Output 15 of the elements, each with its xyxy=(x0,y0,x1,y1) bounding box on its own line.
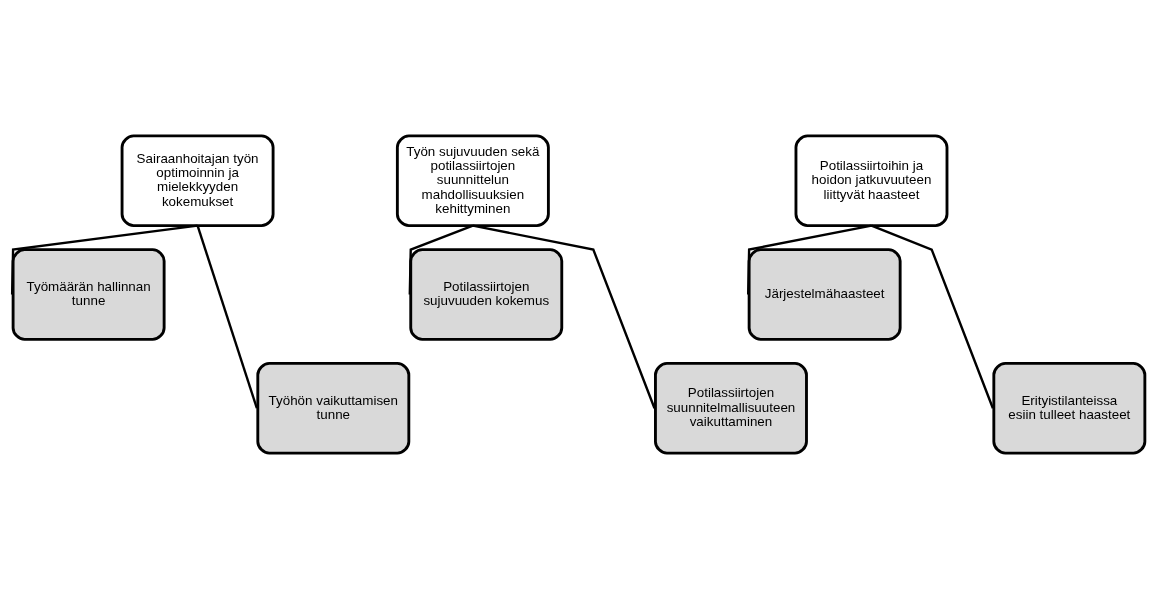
node-box: Työhön vaikuttamisen tunne xyxy=(256,361,411,455)
node-box: Potilassiirtojen suunnitelmallisuuteen vaikuttaminen xyxy=(654,361,808,455)
connector xyxy=(472,224,656,409)
connector xyxy=(10,224,198,295)
connector xyxy=(871,224,994,409)
connector xyxy=(408,224,474,295)
connector xyxy=(746,224,872,295)
node-box: Työmäärän hallinnan tunne xyxy=(11,248,166,341)
connector xyxy=(196,225,258,409)
node-box: Työn sujuvuuden sekä potilassiirtojen suunnittelun mahdollisuuksien kehittyminen xyxy=(395,134,550,228)
node-box: Erityistilanteissa esiin tulleet haasteet xyxy=(992,361,1147,455)
node-box: Järjestelmähaasteet xyxy=(747,248,902,341)
node-box: Potilassiirtojen sujuvuuden kokemus xyxy=(409,248,564,341)
node-box: Potilassiirtoihin ja hoidon jatkuvuuteen liittyvät haasteet xyxy=(794,134,949,228)
node-box: Sairaanhoitajan työn optimoinnin ja mielekkyyden kokemukset xyxy=(120,134,275,228)
